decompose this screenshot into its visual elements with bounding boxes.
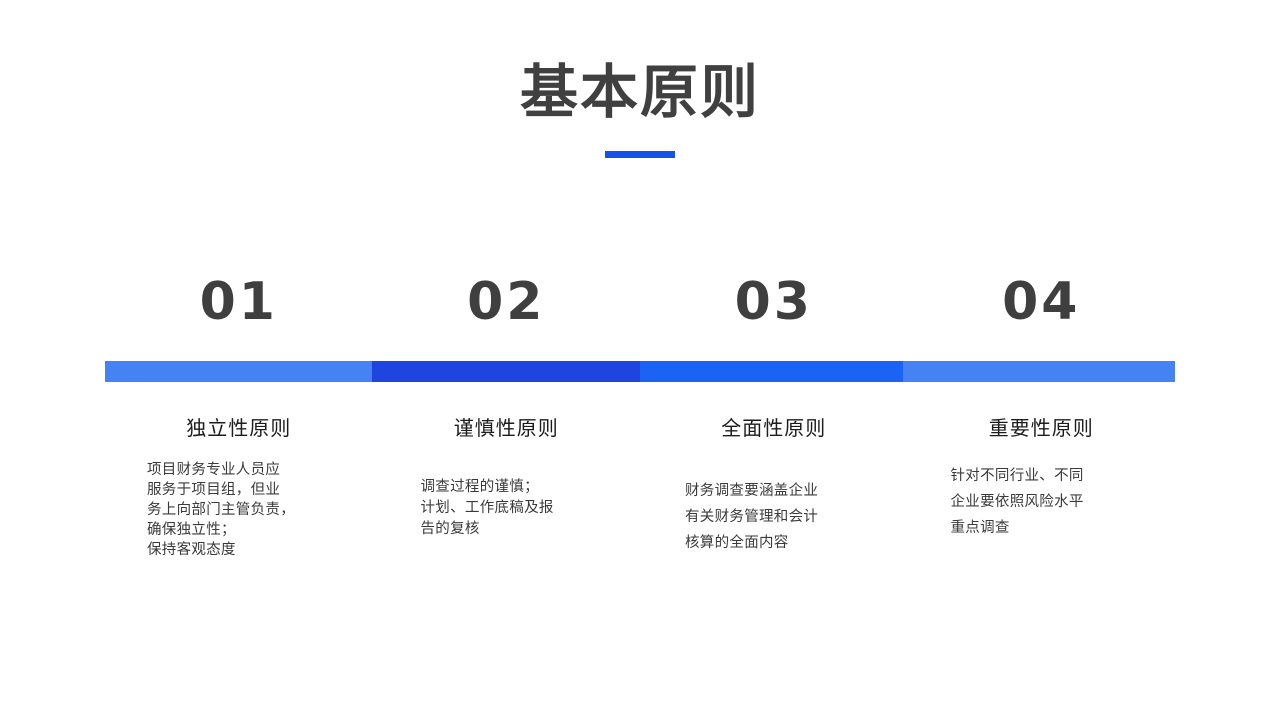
title-block: 基本原则 bbox=[0, 62, 1280, 158]
bar-segment-01 bbox=[105, 361, 372, 382]
step-heading-02: 谨慎性原则 bbox=[453, 416, 559, 440]
step-column-03: 全面性原则 财务调查要涵盖企业 有关财务管理和会计 核算的全面内容 bbox=[640, 415, 908, 560]
step-number-cell-02: 02 bbox=[373, 276, 641, 328]
segmented-progress-bar bbox=[105, 361, 1175, 382]
step-number-cell-04: 04 bbox=[908, 276, 1176, 328]
step-heading-03: 全面性原则 bbox=[721, 416, 827, 440]
step-number-01: 01 bbox=[199, 272, 278, 332]
step-numbers-row: 01 02 03 04 bbox=[105, 276, 1175, 328]
step-heading-01: 独立性原则 bbox=[186, 416, 292, 440]
step-number-02: 02 bbox=[467, 272, 546, 332]
step-column-01: 独立性原则 项目财务专业人员应 服务于项目组，但业 务上向部门主管负责， 确保独… bbox=[105, 415, 373, 560]
step-column-04: 重要性原则 针对不同行业、不同 企业要依照风险水平 重点调查 bbox=[908, 415, 1176, 560]
bar-segment-04 bbox=[903, 361, 1175, 382]
step-number-cell-03: 03 bbox=[640, 276, 908, 328]
step-body-01: 项目财务专业人员应 服务于项目组，但业 务上向部门主管负责， 确保独立性； 保持… bbox=[147, 462, 295, 558]
step-number-04: 04 bbox=[1002, 272, 1081, 332]
step-number-03: 03 bbox=[734, 272, 813, 332]
title-underline-rule bbox=[605, 150, 675, 158]
step-column-02: 谨慎性原则 调查过程的谨慎； 计划、工作底稿及报 告的复核 bbox=[373, 415, 641, 560]
step-number-cell-01: 01 bbox=[105, 276, 373, 328]
step-columns: 独立性原则 项目财务专业人员应 服务于项目组，但业 务上向部门主管负责， 确保独… bbox=[105, 415, 1175, 560]
step-body-03: 财务调查要涵盖企业 有关财务管理和会计 核算的全面内容 bbox=[685, 483, 819, 551]
page-title: 基本原则 bbox=[519, 58, 760, 126]
step-heading-04: 重要性原则 bbox=[988, 416, 1094, 440]
step-body-04: 针对不同行业、不同 企业要依照风险水平 重点调查 bbox=[950, 468, 1084, 536]
bar-segment-03 bbox=[640, 361, 903, 382]
bar-segment-02 bbox=[372, 361, 640, 382]
step-body-02: 调查过程的谨慎； 计划、工作底稿及报 告的复核 bbox=[420, 479, 554, 537]
